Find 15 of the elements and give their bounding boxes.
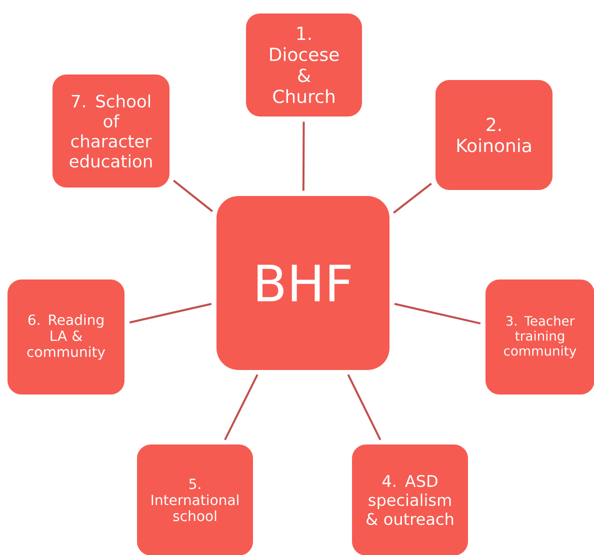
connector-line [224, 374, 258, 440]
rounded-box: 7. School of character education [52, 74, 170, 188]
rounded-box: 2. Koinonia [436, 80, 552, 190]
connector-line [347, 374, 382, 440]
rounded-box: 4. ASD specialism & outreach [352, 444, 468, 555]
connector-line [302, 122, 305, 191]
rounded-box: 3. Teacher training community [486, 280, 594, 394]
connector-line [129, 302, 212, 324]
connector-line [394, 302, 481, 324]
rounded-box: 6. Reading LA & community [8, 280, 124, 394]
rounded-box: 5. International school [137, 444, 253, 555]
connector-line [393, 182, 432, 214]
hub-box: BHF [216, 196, 390, 370]
connector-line [173, 180, 214, 212]
rounded-box: 1. Diocese & Church [246, 14, 362, 116]
